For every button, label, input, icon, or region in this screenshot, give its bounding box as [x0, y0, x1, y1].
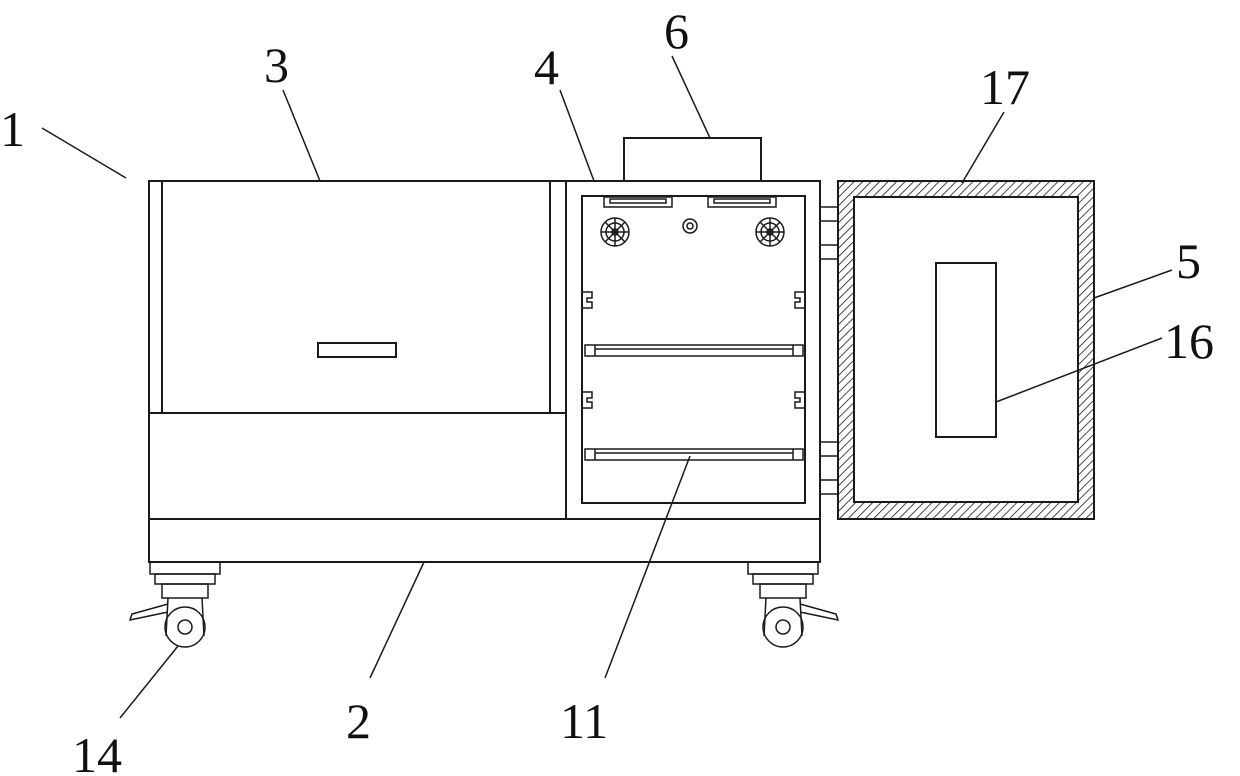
base-plate	[149, 519, 820, 562]
door	[838, 181, 1094, 519]
top-unit	[624, 138, 761, 181]
label-11: 11	[560, 693, 608, 749]
leader-lines	[42, 56, 1172, 718]
label-14: 14	[72, 727, 122, 776]
fan-right-icon	[756, 218, 784, 246]
fan-left-icon	[601, 218, 629, 246]
hinges	[820, 207, 838, 494]
label-3: 3	[264, 37, 289, 93]
drawer-handle	[318, 343, 396, 357]
door-window	[936, 263, 996, 437]
shelf-lower	[585, 449, 803, 460]
shelf-upper	[585, 345, 803, 356]
cabinet-body	[149, 181, 820, 519]
label-1: 1	[0, 101, 25, 157]
label-17: 17	[980, 59, 1030, 115]
sensor-icon	[683, 219, 697, 233]
shelf-brackets	[582, 292, 805, 408]
label-5: 5	[1176, 233, 1201, 289]
label-16: 16	[1164, 313, 1214, 369]
caster-left	[130, 562, 220, 647]
label-4: 4	[534, 39, 559, 95]
label-6: 6	[664, 3, 689, 59]
label-2: 2	[346, 693, 371, 749]
caster-right	[748, 562, 838, 647]
